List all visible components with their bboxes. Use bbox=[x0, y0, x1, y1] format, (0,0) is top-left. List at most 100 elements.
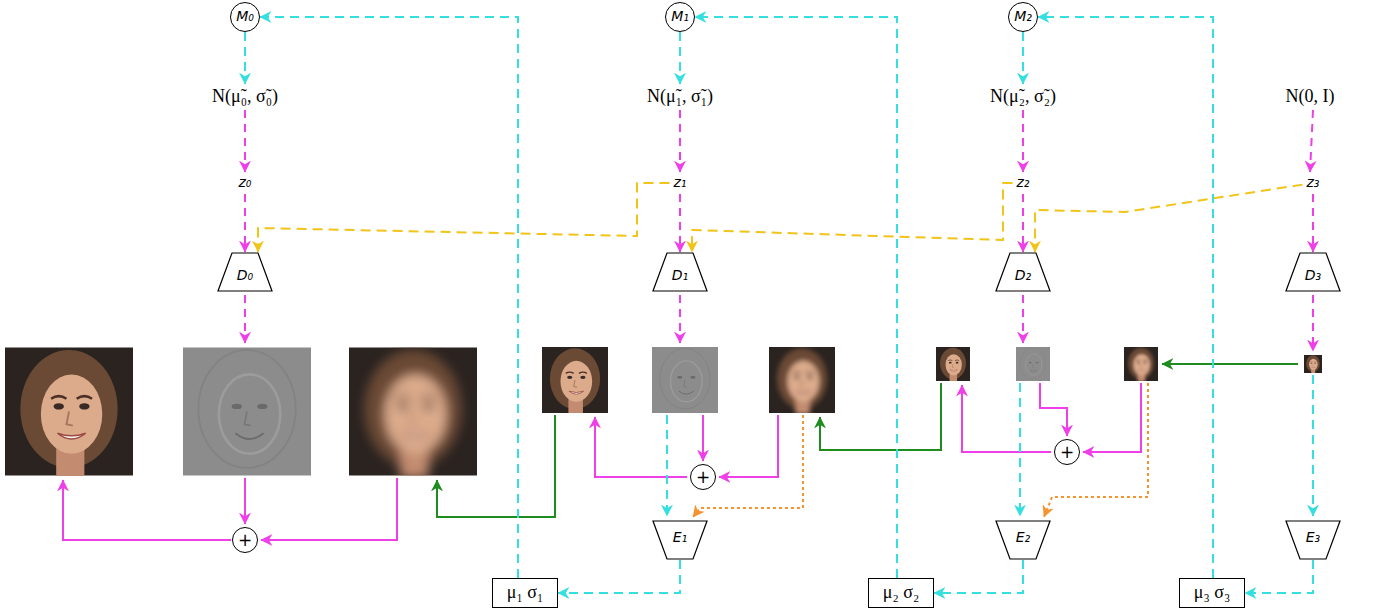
node-label: M₀ bbox=[236, 9, 254, 24]
flow-arrow bbox=[244, 194, 246, 252]
decoder-output-arrow bbox=[679, 295, 681, 343]
flow-arrow bbox=[1245, 560, 1313, 593]
node-label: M₂ bbox=[1014, 9, 1032, 24]
flow-arrow bbox=[934, 560, 1023, 593]
flow-arrow bbox=[244, 32, 246, 84]
node-label: N(μ̃₁, σ̃₁) bbox=[647, 87, 713, 107]
parameter-box: μ₁ σ₁ bbox=[492, 578, 558, 608]
node-label: N(0, I) bbox=[1286, 87, 1335, 107]
distribution-label: N(0, I) bbox=[1282, 84, 1339, 110]
node-label: μ₁ σ₁ bbox=[507, 583, 543, 603]
node-label: D₃ bbox=[1305, 261, 1321, 283]
latent-label: z₀ bbox=[235, 172, 256, 194]
flow-arrow bbox=[1310, 110, 1313, 172]
sum-arrow bbox=[261, 478, 397, 540]
flow-arrow bbox=[1022, 32, 1024, 84]
node-label: μ₂ σ₂ bbox=[883, 583, 919, 603]
node-label: + bbox=[696, 468, 710, 487]
residual-image bbox=[652, 347, 718, 413]
output-image bbox=[5, 348, 133, 479]
node-label: E₃ bbox=[1306, 530, 1320, 550]
connector-layer bbox=[245, 17, 1313, 593]
decoder-trapezoid: D₃ bbox=[1285, 252, 1341, 292]
node-label: μ₃ σ₃ bbox=[1194, 583, 1230, 603]
node-label: N(μ̃₀, σ̃₀) bbox=[212, 87, 278, 107]
node-label: E₂ bbox=[1016, 530, 1030, 550]
trapezoid-shape bbox=[653, 253, 707, 291]
latent-label: z₃ bbox=[1303, 172, 1324, 194]
latent-label: z₂ bbox=[1013, 172, 1034, 194]
distribution-label: N(μ̃₂, σ̃₂) bbox=[986, 84, 1060, 110]
node-label: D₀ bbox=[237, 261, 253, 283]
sum-arrow bbox=[702, 415, 704, 461]
flow-arrow bbox=[1022, 194, 1024, 252]
flow-arrow bbox=[679, 32, 681, 84]
distribution-label: N(μ̃₁, σ̃₁) bbox=[643, 84, 717, 110]
upsample-arrow bbox=[820, 383, 941, 450]
upsample-arrow bbox=[437, 415, 555, 517]
node-label: D₁ bbox=[672, 261, 688, 283]
upsampled-image bbox=[349, 348, 477, 479]
level-image bbox=[936, 347, 970, 382]
sum-arrow bbox=[1040, 383, 1067, 436]
distribution-label: N(μ̃₀, σ̃₀) bbox=[208, 84, 282, 110]
decoder-output-arrow bbox=[1312, 295, 1314, 351]
node-label: z₁ bbox=[674, 175, 687, 190]
sum-arrow bbox=[719, 415, 778, 477]
sum-arrow bbox=[244, 478, 246, 524]
latent-label: z₁ bbox=[670, 172, 691, 194]
parameter-box: μ₃ σ₃ bbox=[1179, 578, 1245, 608]
flow-arrow bbox=[1035, 185, 1303, 252]
flow-arrow bbox=[692, 183, 1013, 252]
upsampled-image bbox=[769, 347, 835, 414]
encoder-trapezoid: E₂ bbox=[995, 520, 1051, 560]
encoder-input-arrow bbox=[666, 415, 668, 516]
model-circle: M₁ bbox=[665, 2, 695, 32]
condition-arrow bbox=[1044, 383, 1148, 517]
sum-arrow bbox=[63, 480, 231, 540]
flow-arrow bbox=[258, 183, 670, 252]
node-label: z₃ bbox=[1307, 175, 1320, 190]
encoder-input-arrow bbox=[1019, 383, 1021, 516]
flow-arrow bbox=[1312, 194, 1314, 252]
residual-image bbox=[1016, 347, 1050, 381]
sum-arrow bbox=[962, 385, 1051, 452]
node-label: z₀ bbox=[239, 175, 252, 190]
parameter-box: μ₂ σ₂ bbox=[868, 578, 934, 608]
upsampled-image bbox=[1124, 347, 1158, 382]
node-label: N(μ̃₂, σ̃₂) bbox=[990, 87, 1056, 107]
trapezoid-shape bbox=[996, 253, 1050, 291]
model-circle: M₀ bbox=[230, 2, 260, 32]
node-label: D₂ bbox=[1015, 261, 1031, 283]
node-label: z₂ bbox=[1017, 175, 1030, 190]
flow-arrow bbox=[1022, 110, 1024, 172]
node-label: E₁ bbox=[673, 530, 687, 550]
flow-arrow bbox=[558, 560, 680, 593]
encoder-input-arrow bbox=[1312, 375, 1314, 516]
model-circle: M₂ bbox=[1008, 2, 1038, 32]
level-image bbox=[542, 347, 608, 414]
decoder-trapezoid: D₁ bbox=[652, 252, 708, 292]
encoder-trapezoid: E₁ bbox=[652, 520, 708, 560]
flow-arrow bbox=[244, 110, 246, 172]
decoder-trapezoid: D₀ bbox=[217, 252, 273, 292]
sum-arrow bbox=[1083, 383, 1141, 452]
flow-arrow bbox=[695, 17, 897, 578]
flow-arrow bbox=[1038, 17, 1213, 578]
sum-arrow bbox=[595, 417, 687, 477]
residual-image bbox=[183, 348, 311, 476]
node-label: + bbox=[238, 531, 252, 550]
trapezoid-shape bbox=[1286, 253, 1340, 291]
flow-arrow bbox=[679, 194, 681, 252]
sum-circle: + bbox=[232, 527, 258, 553]
trapezoid-shape bbox=[653, 521, 707, 559]
node-label: M₁ bbox=[671, 9, 689, 24]
flow-arrow bbox=[260, 17, 518, 578]
sum-circle: + bbox=[690, 464, 716, 490]
trapezoid-shape bbox=[1286, 521, 1340, 559]
coarse-image bbox=[1304, 355, 1322, 373]
trapezoid-shape bbox=[218, 253, 272, 291]
decoder-output-arrow bbox=[1022, 295, 1024, 343]
decoder-trapezoid: D₂ bbox=[995, 252, 1051, 292]
